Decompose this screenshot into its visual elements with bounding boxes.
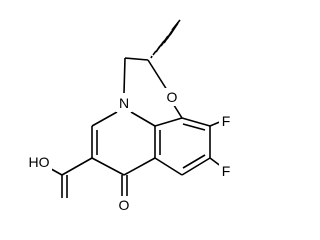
methyl-hash-wedge <box>150 19 181 59</box>
bond-c9-c8 <box>181 117 211 127</box>
bond-c3-cooh <box>61 157 93 176</box>
molecule-structure-diagram: O N F F O HO <box>26 19 233 214</box>
nitrogen-label: N <box>119 95 129 111</box>
structure-canvas: O N F F O HO <box>26 19 233 214</box>
bond-ch2-n <box>123 57 126 94</box>
bond-c3-c4 <box>91 157 125 176</box>
bond-c9a-n <box>130 111 156 127</box>
bond-n-c2 <box>91 111 118 127</box>
bond-c7-c6-double <box>182 154 206 169</box>
bonds <box>43 19 223 198</box>
fluorine-bottom-label: F <box>222 163 231 179</box>
ketone-oxygen-label: O <box>119 197 130 213</box>
bond-c9a-c9 <box>154 117 183 127</box>
carboxylic-acid-label: HO <box>29 154 50 170</box>
bond-c4-c4a <box>123 157 156 176</box>
oxygen-ring-label: O <box>167 89 178 105</box>
bond-c7-c6 <box>181 157 211 176</box>
bond-chiral-o <box>147 59 168 91</box>
bond-c9-c8-double <box>182 123 206 131</box>
fluorine-top-label: F <box>222 113 231 129</box>
bond-ch2-chiral <box>124 57 149 61</box>
atom-labels: O N F F O HO <box>26 88 233 214</box>
bond-c6-c4a <box>154 157 183 176</box>
